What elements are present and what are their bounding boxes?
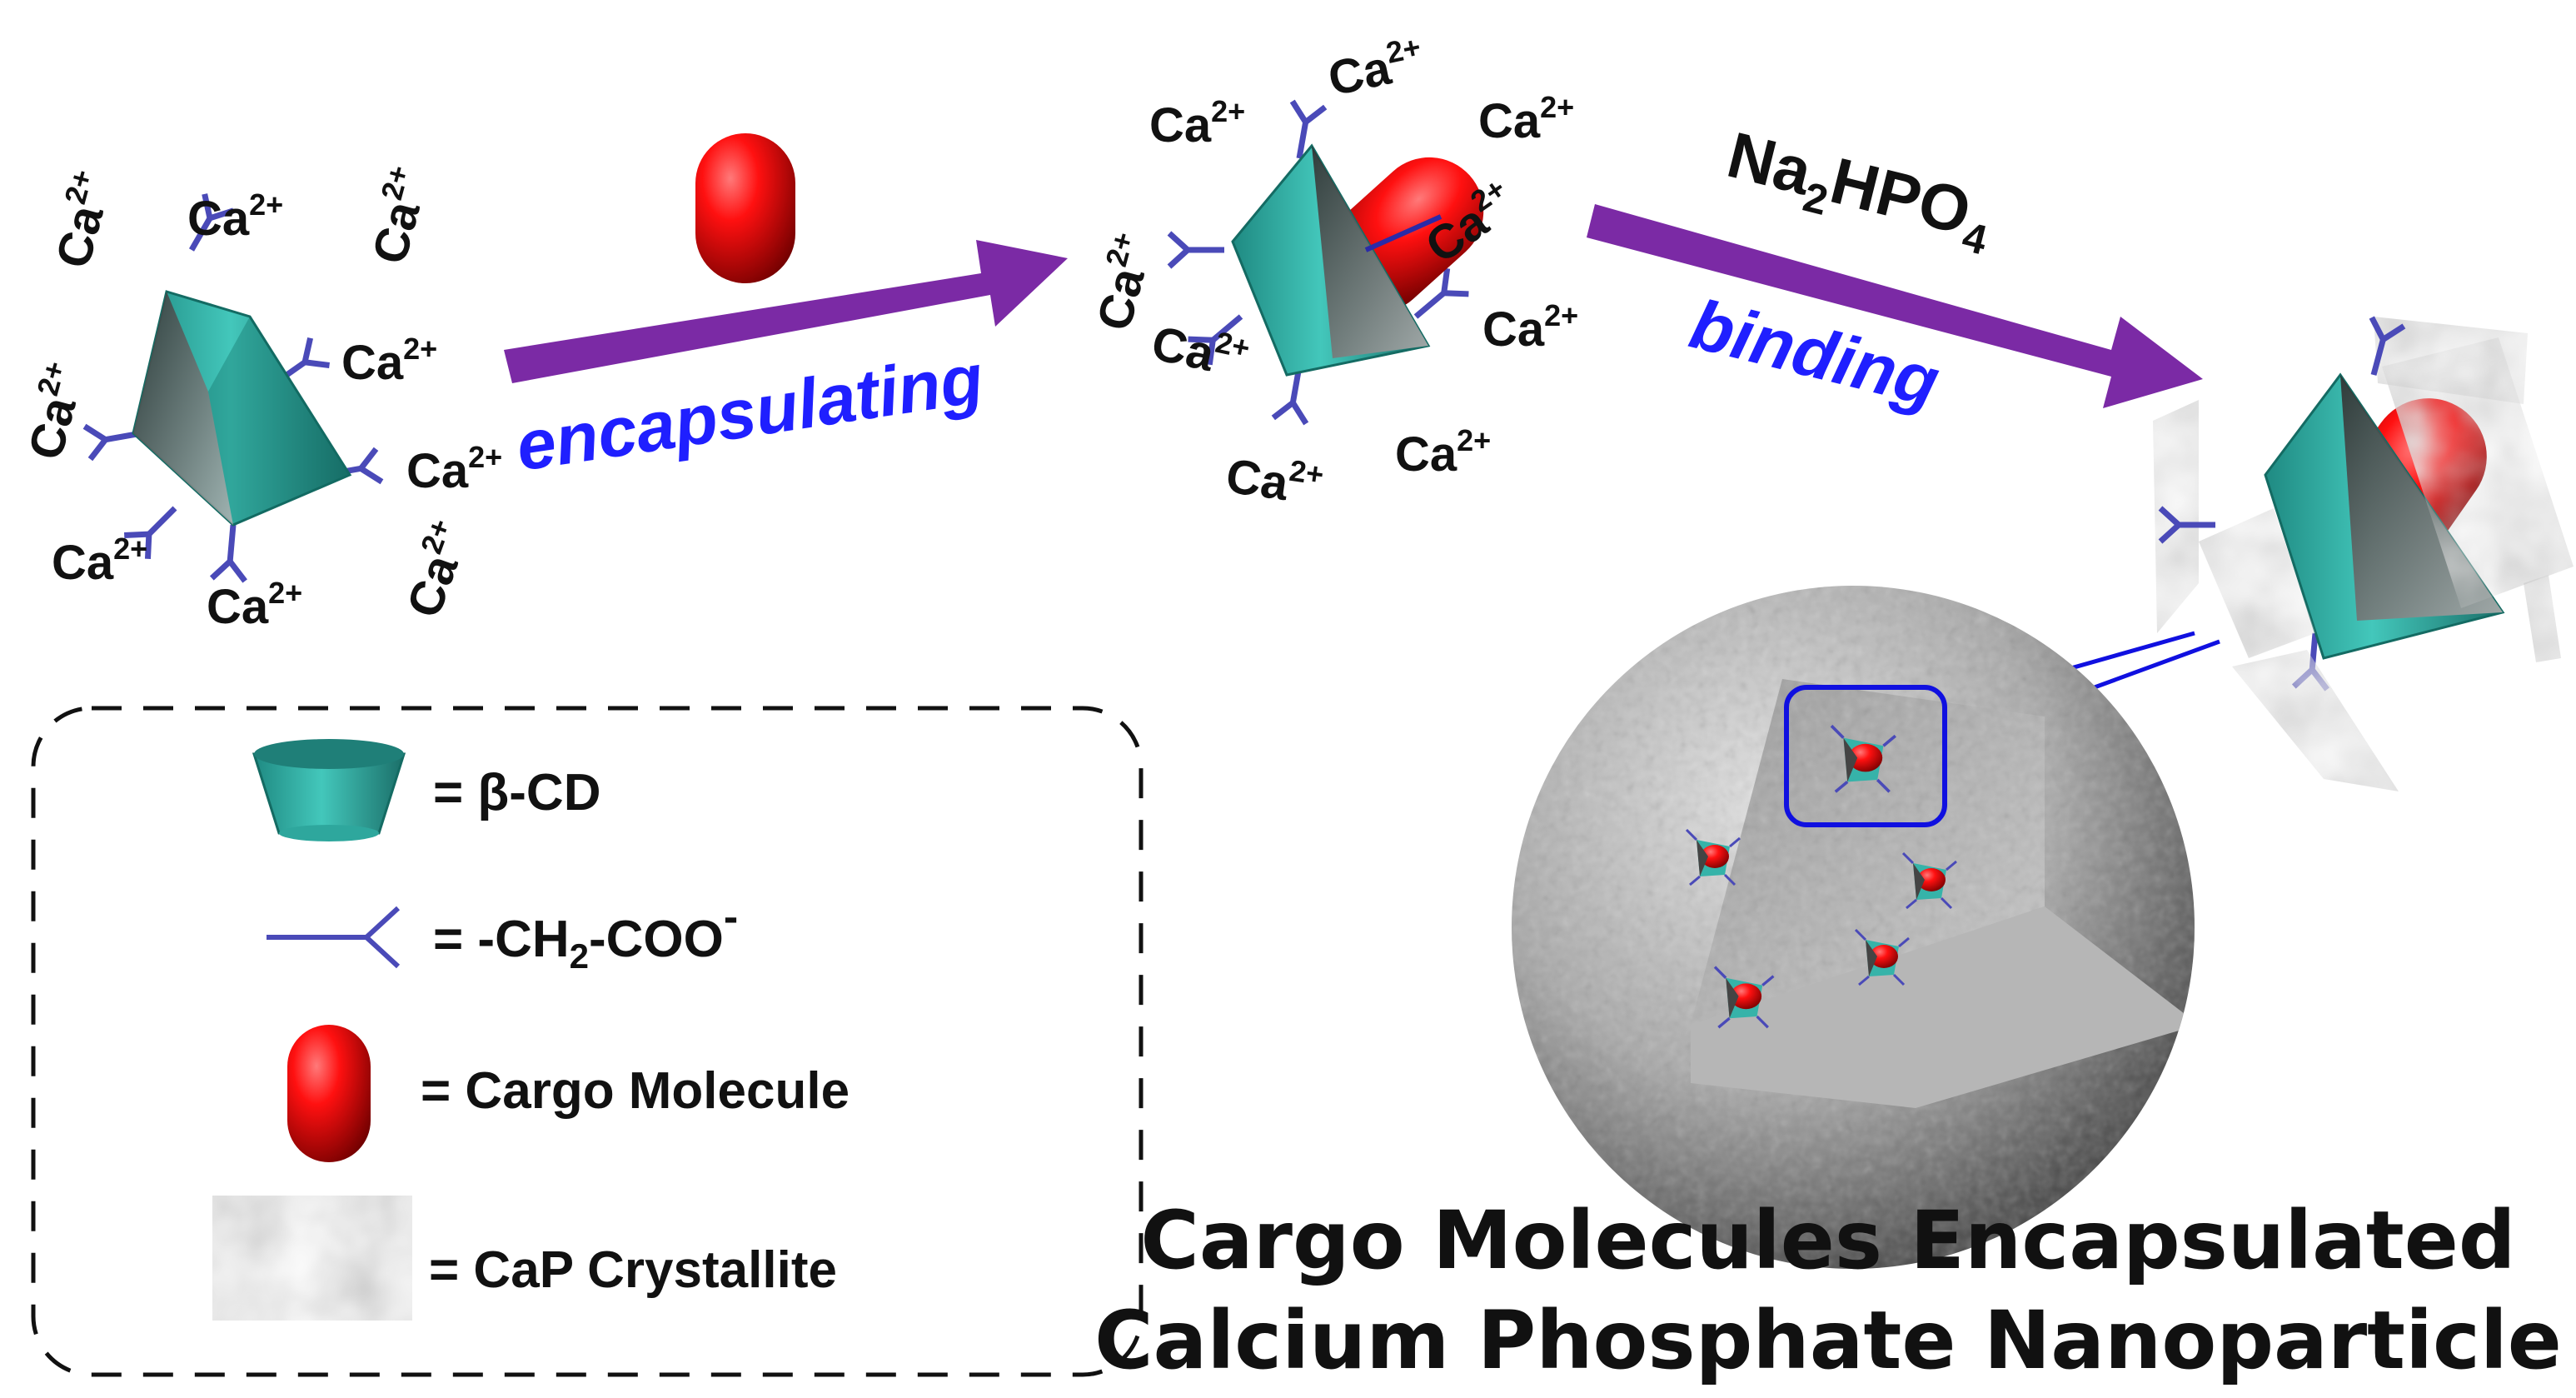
carboxymethyl-icon: [267, 906, 401, 969]
cap-crystallite: [2232, 650, 2399, 791]
cd-complex-with-crystallites: [2153, 317, 2574, 791]
ca-ion: Ca2+: [341, 332, 437, 390]
ca-ion: Ca2+: [52, 532, 147, 590]
ca-ion: Ca2+: [1323, 29, 1428, 106]
cd-molecule-free: [85, 194, 382, 582]
caption-line-2: Calcium Phosphate Nanoparticle: [1094, 1294, 2562, 1387]
ca-ion: Ca2+: [392, 514, 480, 624]
reagent-na2hpo4: Na2HPO4: [1718, 117, 2001, 264]
ca-ion: Ca2+: [14, 357, 95, 465]
cap-crystallite: [2199, 508, 2315, 658]
ca-ion: Ca2+: [358, 162, 439, 269]
legend-box: [31, 706, 1144, 1377]
ca-ion: Ca2+: [1482, 298, 1578, 357]
legend-label-beta-cd: = β-CD: [433, 764, 600, 821]
cap-nanoparticle: [1512, 586, 2195, 1269]
ca-ion: Ca2+: [1223, 445, 1326, 516]
ca-ion: Ca2+: [1083, 228, 1163, 336]
arrow-encapsulating: [504, 240, 1068, 383]
ca-ion: Ca2+: [1147, 312, 1253, 388]
zoom-box: [1784, 685, 1947, 827]
ca-ion: Ca2+: [1395, 423, 1491, 482]
legend-item-carboxyl: = -CH2-COO-: [267, 893, 738, 976]
caption-line-1: Cargo Molecules Encapsulated: [1140, 1194, 2515, 1287]
cap-crystallite: [2382, 337, 2574, 608]
ca-ion: Ca2+: [42, 166, 122, 273]
ca-ion: Ca2+: [207, 576, 302, 634]
legend-item-beta-cd: = β-CD: [252, 739, 600, 841]
cargo-molecule-icon: [287, 1025, 371, 1162]
ca-ion: Ca2+: [1149, 94, 1245, 152]
ca-ion: Ca2+: [406, 440, 502, 498]
legend-label-crystallite: = CaP Crystallite: [429, 1241, 837, 1299]
legend-label-cargo: = Cargo Molecule: [421, 1062, 850, 1120]
legend-item-crystallite: = CaP Crystallite: [212, 1196, 837, 1321]
sphere-cut-lower: [1691, 906, 2195, 1108]
calcium-ions-stage2: Ca2+ Ca2+ Ca2+ Ca2+ Ca2+ Ca2+ Ca2+ Ca2+ …: [1083, 29, 1578, 516]
cap-crystallite-icon: [212, 1196, 412, 1321]
cd-cargo-complex: [1169, 102, 1484, 424]
legend-item-cargo: = Cargo Molecule: [287, 1025, 850, 1162]
ca-ion: Ca2+: [187, 187, 283, 246]
arrow-binding: [1587, 204, 2203, 408]
ca-ion: Ca2+: [1478, 90, 1574, 148]
legend-label-carboxyl: = -CH2-COO-: [433, 893, 738, 976]
cap-crystallite: [2524, 575, 2561, 662]
cap-crystallite: [2153, 400, 2199, 633]
cargo-molecule-free: [695, 133, 795, 283]
